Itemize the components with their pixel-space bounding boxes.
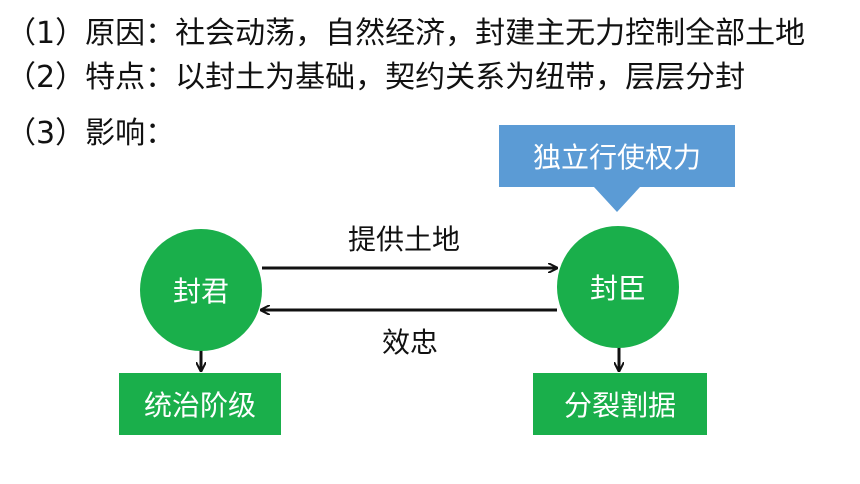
influence-line: （3）影响：: [6, 116, 176, 151]
independent-power-box: 独立行使权力: [499, 125, 735, 187]
feature-line: （2）特点：以封土为基础，契约关系为纽带，层层分封: [6, 60, 746, 95]
cause-line: （1）原因：社会动荡，自然经济，封建主无力控制全部土地: [6, 16, 806, 51]
loyalty-label: 效忠: [382, 326, 439, 359]
lord-node: 封君: [140, 229, 262, 351]
provide-land-label: 提供土地: [348, 223, 461, 256]
fragmentation-box: 分裂割据: [533, 373, 707, 435]
power-pointer: [594, 187, 640, 212]
vassal-node: 封臣: [557, 226, 679, 348]
ruling-class-box: 统治阶级: [119, 373, 281, 435]
